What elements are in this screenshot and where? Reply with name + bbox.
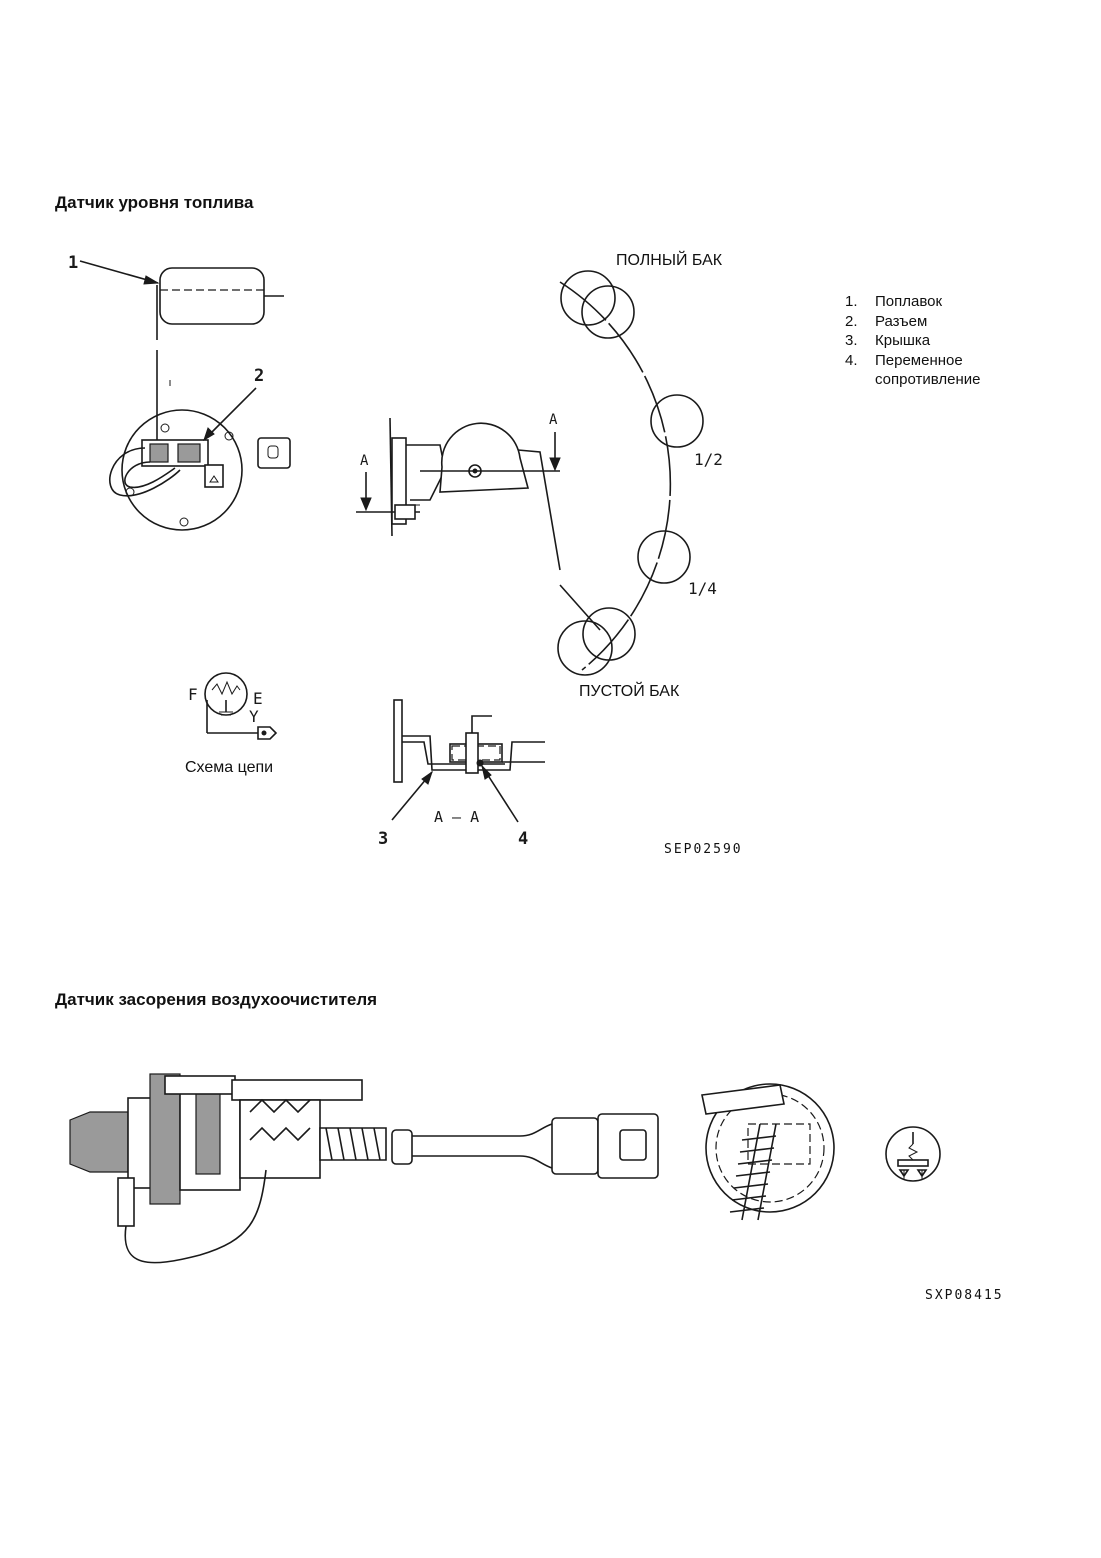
terminal-e-label: E [253, 689, 263, 708]
fuel-level-sensor-heading: Датчик уровня топлива [55, 193, 254, 212]
terminal-y-label: Y [249, 707, 259, 726]
sender-unit-side-view [356, 417, 601, 631]
circuit-diagram-caption: Схема цепи [185, 759, 274, 776]
callout-1-arrowhead [143, 275, 160, 285]
full-tank-label: ПОЛНЫЙ БАК [616, 252, 723, 269]
callout-2-arrowhead [203, 427, 215, 442]
legend-item: сопротивление [875, 371, 981, 388]
legend-item: 4.Переменное [845, 351, 963, 369]
air-cleaner-sensor-end-view [701, 1083, 835, 1221]
section-marker-left: A [360, 453, 372, 512]
callout-4-arrowhead [481, 764, 492, 780]
empty-tank-label: ПУСТОЙ БАК [579, 683, 680, 700]
callout-2-leader [203, 387, 257, 441]
section-aa-label: A – A [434, 808, 479, 826]
air-figure-code: SXP08415 [925, 1288, 1004, 1303]
air-cleaner-sensor-heading: Датчик засорения воздухоочистителя [55, 990, 378, 1009]
legend-item: 2.Разъем [845, 312, 928, 330]
section-marker-right: A [549, 412, 561, 472]
parts-legend: 1.Поплавок 2.Разъем 3.Крышка 4.Переменно… [845, 292, 980, 390]
callout-4: 4 [518, 829, 528, 849]
legend-item: 1.Поплавок [845, 293, 943, 310]
callout-3: 3 [378, 829, 388, 849]
svg-text:A: A [360, 453, 369, 469]
circuit-symbol: F E Y [188, 672, 278, 740]
sensor-flange [109, 409, 291, 531]
callout-2: 2 [254, 366, 264, 386]
callout-1: 1 [68, 253, 78, 273]
half-level-label: 1/2 [694, 450, 723, 469]
pressure-switch-symbol [885, 1126, 941, 1182]
float-travel-arc: 1/2 1/4 [557, 270, 723, 676]
legend-item: 3.Крышка [845, 332, 931, 349]
air-cleaner-sensor-cross-section [69, 1073, 659, 1264]
svg-text:A: A [549, 412, 558, 428]
fuel-figure-code: SEP02590 [664, 842, 743, 857]
quarter-level-label: 1/4 [688, 579, 717, 598]
callout-3-arrowhead [421, 770, 433, 785]
terminal-f-label: F [188, 685, 198, 704]
section-aa-detail: A – A [393, 699, 545, 826]
float-drawing [156, 267, 284, 445]
